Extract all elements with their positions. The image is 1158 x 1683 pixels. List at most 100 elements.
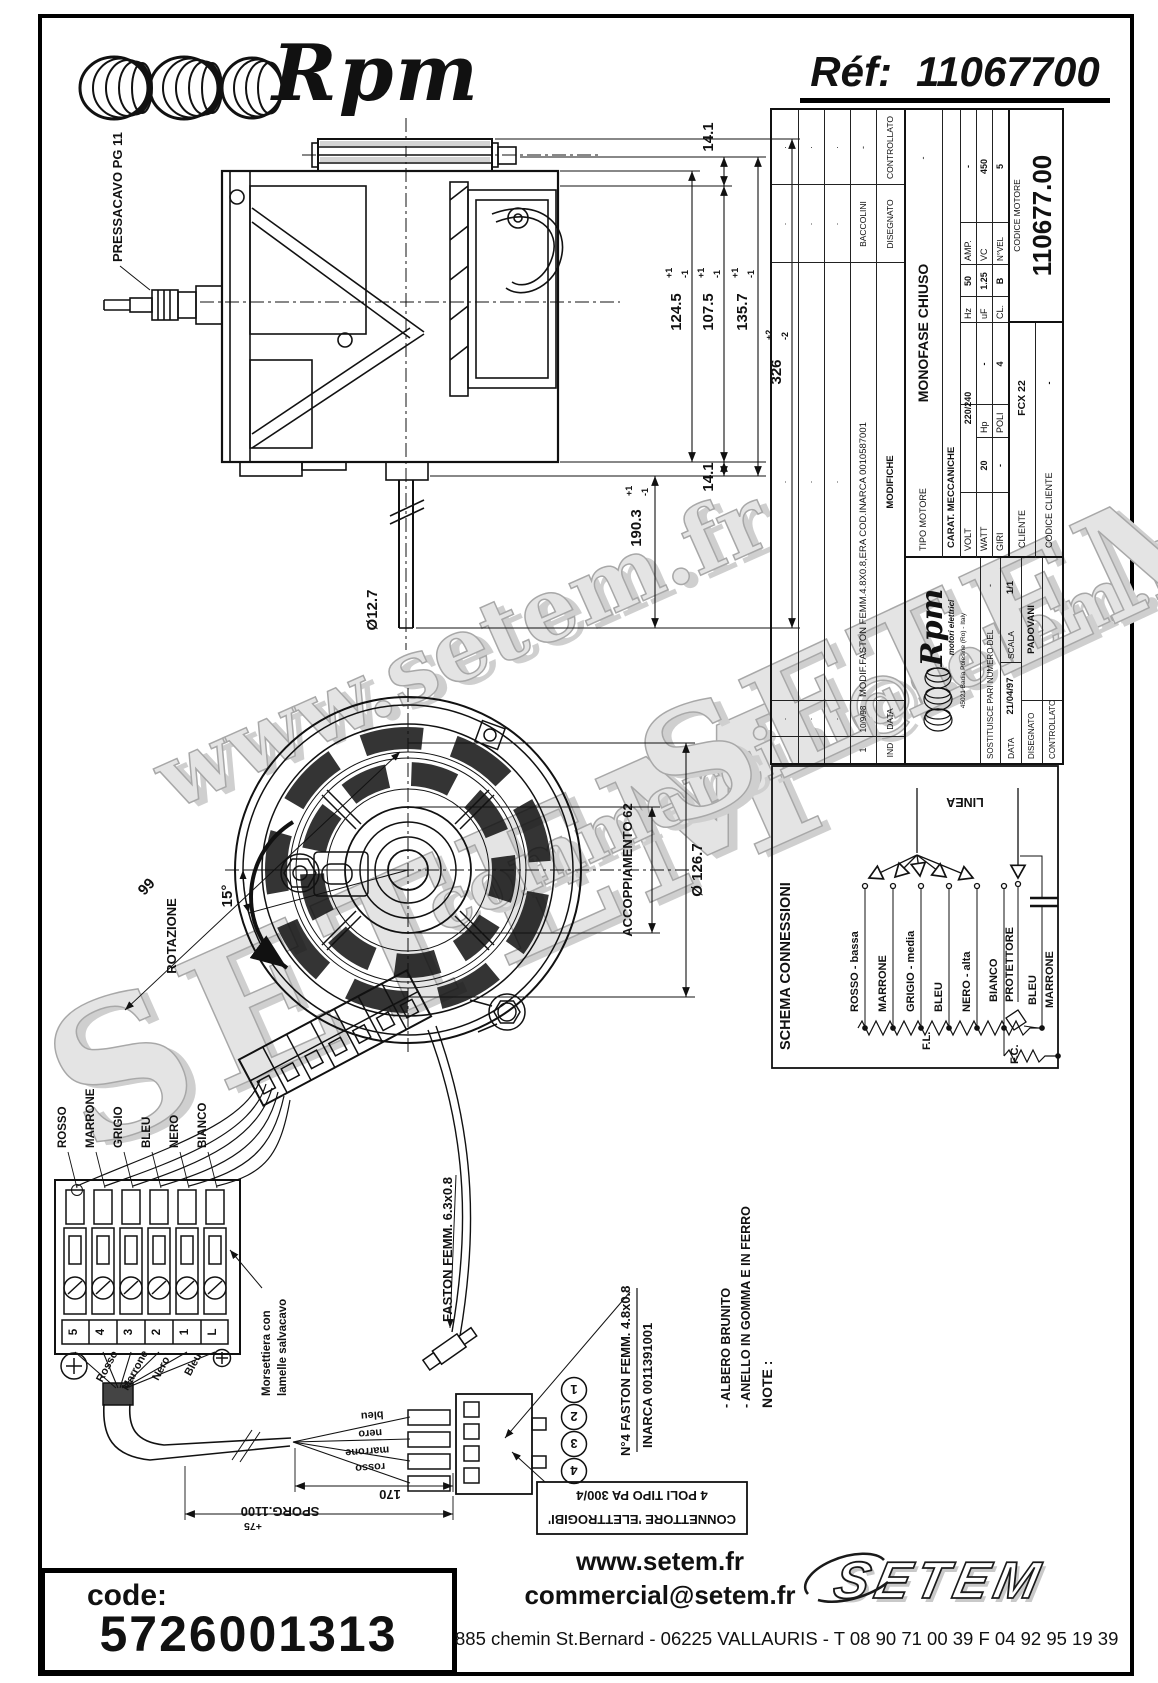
dim-plus-75: +75	[244, 1520, 262, 1532]
cliente-value: FCX 22	[1015, 380, 1028, 416]
dim-14-1-top: 14.1	[700, 122, 717, 151]
rev-empty: ·	[806, 480, 816, 484]
small-tag-marrone: marrone	[345, 1443, 390, 1458]
rotazione-label: ROTAZIONE	[164, 898, 179, 974]
title-block: · · · · · · · · · · · · 1 10/9/98 MODIF.…	[770, 108, 1064, 765]
titleblock-rpm-address: 45021 Badia Polesine (Ro) - Italy	[959, 612, 967, 709]
rev-empty: ·	[832, 717, 842, 721]
carat-meccaniche-label: CARAT. MECCANICHE	[945, 446, 957, 548]
dim-shaft-diameter: Ø12.7	[364, 590, 381, 631]
tipo-motore-extra: -	[918, 156, 928, 160]
motor-side-view	[103, 118, 620, 650]
uf-label: uF	[979, 308, 989, 319]
schema-wire-rosso: ROSSO - bassa	[849, 930, 861, 1012]
rev-controllato-value: -	[858, 146, 868, 149]
code-box: code: 5726001313	[40, 1568, 457, 1675]
rev-header-disegnato: DISEGNATO	[885, 199, 895, 249]
dim-190-3: 190.3	[628, 509, 645, 547]
watt-label: WATT	[979, 526, 989, 552]
tipo-motore-value: MONOFASE CHIUSO	[915, 263, 931, 403]
rev-empty: ·	[780, 146, 790, 149]
rev-empty: ·	[780, 717, 790, 721]
sostituisce-value: -	[985, 584, 995, 587]
dim-326: 326	[768, 359, 785, 384]
small-tag-bleu: bleu	[361, 1408, 384, 1422]
titleblock-rpm-subtitle: motori elettrici	[947, 599, 956, 656]
tol: +1	[696, 268, 706, 278]
rev-empty: ·	[832, 480, 842, 484]
rev-header-modifiche: MODIFICHE	[884, 455, 896, 509]
dim-sporg-1100: SPORG.1100	[241, 1504, 320, 1519]
tol: -2	[780, 332, 790, 340]
schema-wire-bianco: BIANCO	[988, 958, 1000, 1002]
rev-ind-value: 1	[858, 747, 868, 753]
titleblock-coils-icon	[922, 667, 953, 732]
wire-label-rosso: ROSSO	[57, 1106, 69, 1148]
dim-15-deg: 15°	[219, 885, 236, 908]
terminal-number: 5	[68, 1328, 80, 1335]
vc-label: VC	[979, 248, 989, 261]
connector-box-line1: CONNETTORE 'ELETTROGIBI'	[548, 1512, 736, 1527]
dim-124-5: 124.5	[668, 293, 685, 331]
disegnato-value: PADOVANI	[1026, 605, 1037, 654]
vc-value: 450	[979, 158, 989, 175]
scala-label: SCALA	[1005, 631, 1016, 659]
setem-logo-shadow: SETEM	[832, 1556, 1054, 1614]
connector-box-line2: 4 POLI TIPO PA 300/4	[575, 1488, 707, 1503]
dim-126-7: Ø 126.7	[689, 843, 706, 896]
disegnato-label: DISEGNATO	[1027, 712, 1036, 759]
schema-marrone2: MARRONE	[1044, 951, 1056, 1008]
drawing-border	[38, 14, 1134, 1676]
hp-value: -	[979, 362, 989, 366]
wire-label-bleu: BLEU	[141, 1117, 153, 1148]
terminal-number: 2	[151, 1329, 163, 1335]
rpm-coils-icon	[78, 55, 284, 121]
rev-date-value: 10/9/98	[858, 705, 868, 733]
uf-value: 1.25	[979, 272, 989, 290]
tipo-motore-label: TIPO MOTORE	[918, 488, 928, 551]
tol: -1	[680, 270, 690, 278]
titleblock-rpm-text: Rpm	[915, 588, 950, 667]
tol: +1	[664, 268, 674, 278]
data-label: DATA	[1005, 737, 1016, 759]
rev-empty: ·	[832, 146, 842, 149]
schema-title: SCHEMA CONNESSIONI	[778, 882, 794, 1050]
rpm-logo-text: Rpm	[272, 28, 480, 119]
schema-fc: F.C.	[1009, 1044, 1021, 1064]
footer-website: www.setem.fr	[575, 1546, 745, 1576]
nvel-value: 5	[995, 164, 1005, 170]
setem-logo: SETEM SETEM	[803, 1551, 1054, 1614]
faston-48-label: N°4 FASTON FEMM. 4.8x0.8	[618, 1286, 633, 1456]
volt-label: VOLT	[963, 528, 973, 551]
rev-empty: ·	[780, 480, 790, 484]
hp-label: Hp	[979, 421, 989, 433]
schema-wire-bleu: BLEU	[933, 982, 945, 1012]
poli-label: POLI	[995, 412, 1005, 433]
tol: -1	[712, 270, 722, 278]
giri-label: GIRI	[995, 532, 1005, 551]
motor-front-view	[76, 688, 700, 1372]
inarca-label: INARCA 0011391001	[640, 1323, 655, 1448]
footer-email: commercial@setem.fr	[524, 1580, 796, 1610]
pin-number-3: 3	[570, 1436, 577, 1451]
note-line1: - ANELLO IN GOMMA E IN FERRO	[739, 1206, 753, 1408]
rev-header-ind: IND	[885, 742, 895, 758]
schema-wire-nero: NERO - alta	[961, 951, 973, 1012]
watt-value: 20	[979, 460, 989, 471]
reference-number: Réf:11067700	[800, 48, 1110, 103]
note-title: NOTE :	[759, 1361, 775, 1408]
small-tag-nero: nero	[358, 1426, 383, 1440]
titleblock-rpm-logo: Rpm motori elettrici 45021 Badia Polesin…	[904, 558, 980, 763]
sostituisce-label: SOSTITUISCE PARI NUMERO DEL	[985, 629, 995, 759]
schema-wire-grigio: GRIGIO - media	[905, 930, 917, 1012]
wire-tag-bleu: Bleu	[182, 1351, 204, 1378]
rev-empty: ·	[832, 222, 842, 226]
connector-assembly	[184, 1288, 748, 1535]
rev-modifiche-value: MODIF.FASTON FEMM.4.8X0.8,ERA COD.INARCA…	[857, 422, 869, 697]
wire-tag-nero: Nero	[150, 1354, 172, 1382]
ref-value: 11067700	[915, 48, 1100, 95]
rev-disegnato-value: BACCOLINI	[858, 201, 868, 247]
terminal-number: 1	[179, 1328, 191, 1335]
